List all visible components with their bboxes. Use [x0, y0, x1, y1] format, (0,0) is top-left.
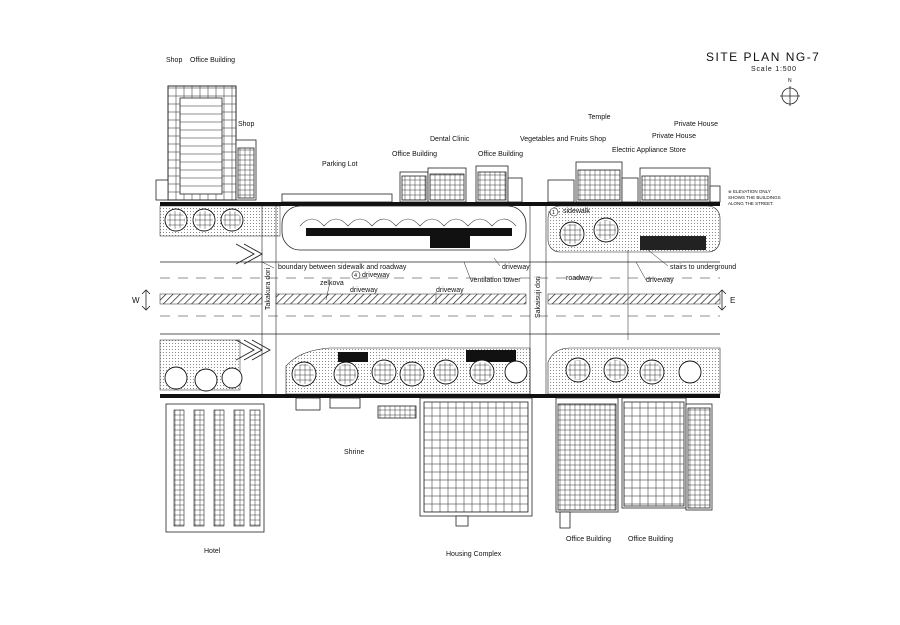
label-shop-top: Shop — [166, 57, 183, 64]
label-hotel: Hotel — [204, 548, 221, 555]
label-circle-1: 1 — [552, 210, 556, 216]
north-elevation — [155, 85, 721, 203]
label-housing: Housing Complex — [446, 551, 502, 558]
label-driveway-4b: driveway — [502, 264, 530, 271]
label-sidewalk: sidewalk — [563, 208, 590, 215]
label-office-2: Office Building — [478, 151, 524, 158]
label-zelkova: zelkova — [320, 280, 344, 287]
direction-arrows — [141, 289, 727, 311]
north-arrow-icon — [780, 86, 800, 106]
tree-canopy-fill — [167, 211, 662, 384]
label-parking: Parking Lot — [322, 161, 358, 168]
label-office-3: Office Building — [566, 536, 612, 543]
label-driveway-1: driveway — [362, 272, 390, 279]
plan-scale: Scale 1:500 — [751, 66, 797, 73]
west-label: W — [132, 296, 140, 305]
label-private-1: Private House — [674, 121, 718, 128]
label-driveway-3: driveway — [436, 287, 464, 294]
label-dental: Dental Clinic — [430, 136, 470, 143]
compass-north-label: N — [788, 78, 792, 84]
label-roadway: roadway — [566, 275, 593, 282]
label-veg-shop: Vegetables and Fruits Shop — [520, 136, 607, 143]
label-private-2: Private House — [652, 133, 696, 140]
elevation-note: ※ ELEVATION ONLY SHOWS THE BUILDINGS ALO… — [728, 189, 781, 206]
label-takakura-dori: Takakura dori — [265, 267, 272, 310]
label-stairs: stairs to underground — [670, 264, 737, 271]
circle-markers — [351, 207, 559, 280]
label-circle-4: 4 — [354, 273, 358, 279]
label-office-1: Office Building — [392, 151, 438, 158]
label-boundary: boundary between sidewalk and roadway — [278, 264, 407, 271]
label-driveway-4: driveway — [646, 277, 674, 284]
label-driveway-2: driveway — [350, 287, 378, 294]
plan-title: SITE PLAN NG-7 — [706, 50, 821, 64]
label-shrine: Shrine — [344, 449, 365, 456]
label-shop-side: Shop — [238, 121, 255, 128]
label-ventilation: ventilation tower — [470, 277, 521, 284]
label-electric: Electric Appliance Store — [612, 147, 686, 154]
label-sakaisuji-dori: Sakaisuji dori — [535, 276, 542, 318]
east-label: E — [730, 296, 736, 305]
label-office-4: Office Building — [628, 536, 674, 543]
south-elevation — [165, 397, 713, 533]
label-office-top: Office Building — [190, 57, 236, 64]
label-temple: Temple — [588, 114, 611, 121]
